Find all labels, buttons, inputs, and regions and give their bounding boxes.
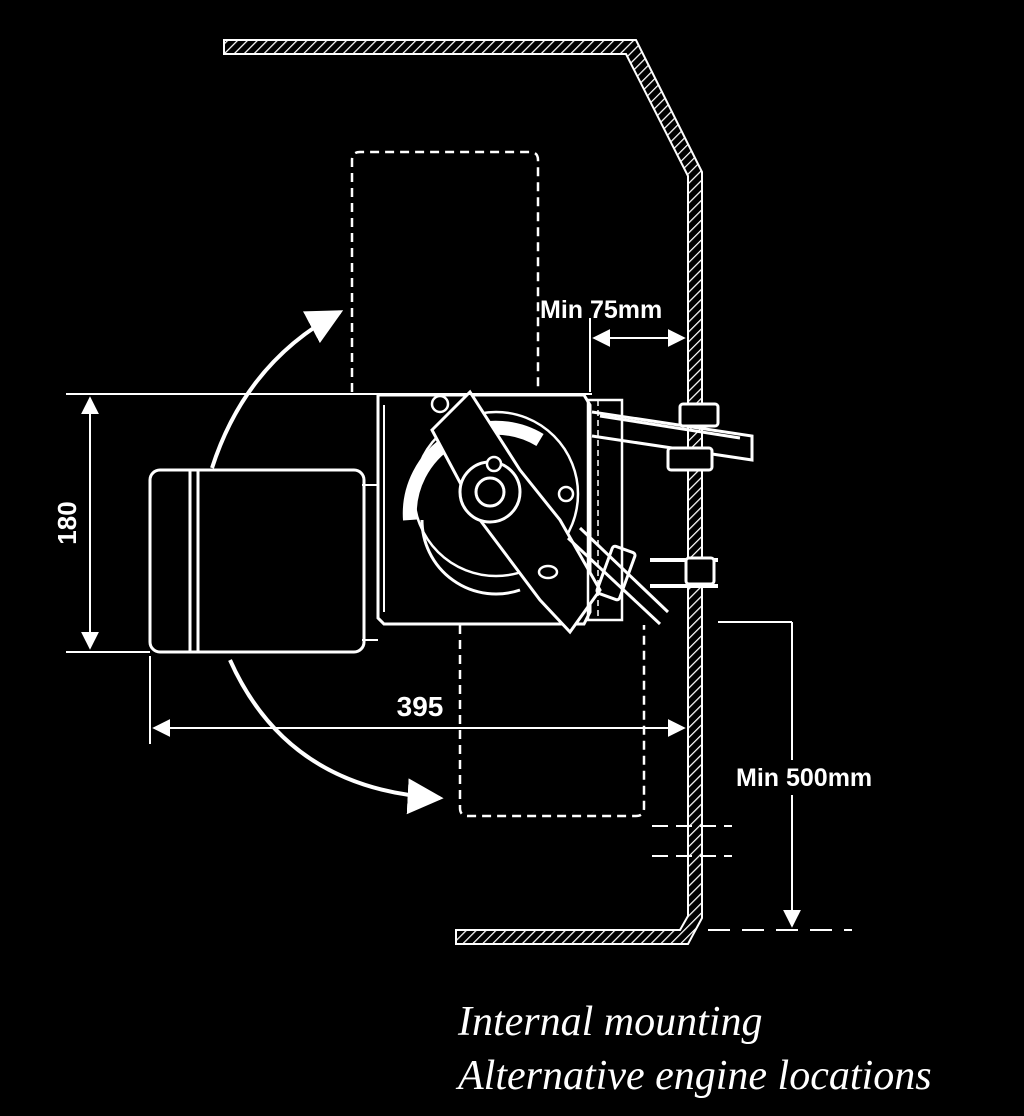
engine-motor bbox=[148, 468, 378, 654]
dimension-180 bbox=[66, 393, 592, 653]
dimension-min-500mm-label: Min 500mm bbox=[736, 764, 872, 792]
upper-alt-engine-outline bbox=[350, 150, 540, 392]
rotate-up-arrow bbox=[210, 310, 344, 469]
dimension-395 bbox=[149, 656, 686, 744]
dimension-min-75mm-label: Min 75mm bbox=[540, 296, 662, 324]
caption-line-2: Alternative engine locations bbox=[458, 1053, 932, 1099]
dimension-180-label: 180 bbox=[52, 501, 82, 544]
rotate-down-arrow bbox=[228, 659, 444, 815]
through-wall-bolts bbox=[666, 402, 720, 586]
dimension-min-500mm bbox=[652, 621, 852, 931]
hull-wall bbox=[223, 39, 703, 945]
dimension-min-75mm bbox=[589, 318, 686, 392]
lower-alt-engine-outline bbox=[458, 625, 646, 818]
dimension-395-label: 395 bbox=[397, 691, 444, 722]
engine-crank-assembly bbox=[430, 389, 602, 635]
caption-line-1: Internal mounting bbox=[458, 999, 763, 1045]
